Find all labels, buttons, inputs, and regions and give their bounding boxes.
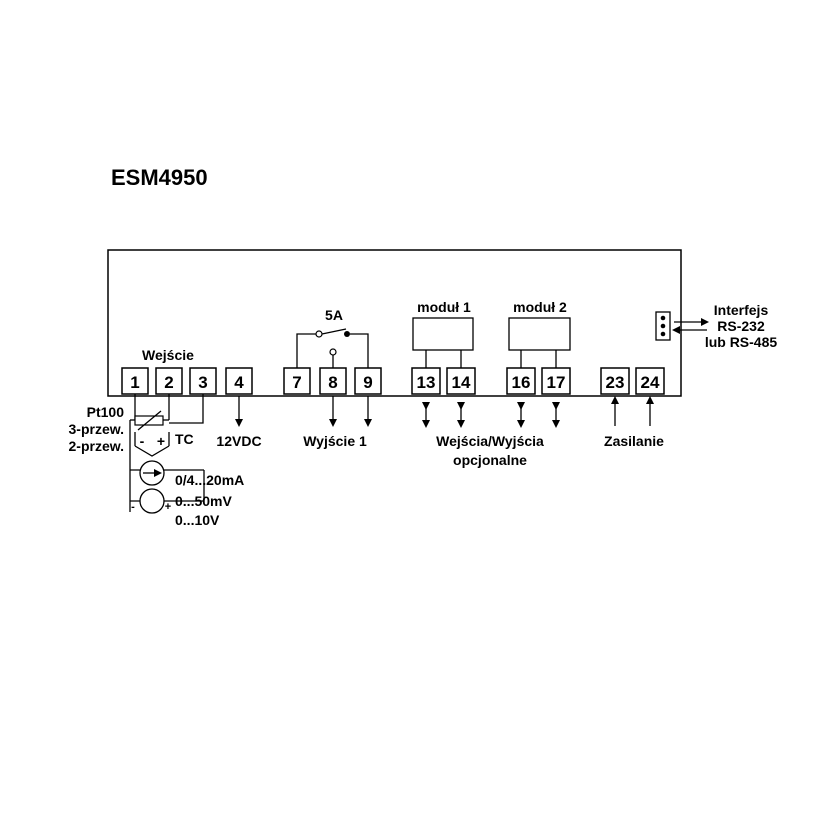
rs485-label: lub RS-485 (705, 334, 778, 350)
device-title: ESM4950 (111, 165, 208, 190)
tc-plus-label: + (157, 433, 165, 449)
vs-minus-label: - (131, 501, 135, 513)
terminal-9: 9 (354, 367, 382, 395)
input-wiring (129, 394, 205, 514)
terminal-number: 17 (547, 373, 566, 392)
terminal-number: 8 (328, 373, 337, 392)
interface-label: Interfejs (714, 302, 769, 318)
module-1-box (412, 317, 474, 351)
terminal-16: 16 (506, 367, 536, 395)
terminal-8: 8 (319, 367, 347, 395)
relay-contact (296, 328, 369, 368)
terminal-number: 23 (606, 373, 625, 392)
terminal-number: 1 (130, 373, 139, 392)
three-wire-label: 3-przew. (69, 421, 125, 437)
io-label-line2: opcjonalne (453, 452, 527, 468)
terminal-3: 3 (189, 367, 217, 395)
terminal-number: 9 (363, 373, 372, 392)
device-housing (107, 249, 682, 397)
input-label: Wejście (142, 347, 194, 363)
terminal-24: 24 (635, 367, 665, 395)
rs232-label: RS-232 (717, 318, 765, 334)
module-2-box (508, 317, 571, 351)
terminal-1: 1 (121, 367, 149, 395)
terminal-17: 17 (541, 367, 571, 395)
module-1-label: moduł 1 (417, 299, 471, 315)
thermocouple-symbol (134, 445, 170, 457)
module-2-label: moduł 2 (513, 299, 567, 315)
terminal-7: 7 (283, 367, 311, 395)
relay-rating-label: 5A (325, 307, 343, 323)
terminal-4: 4 (225, 367, 253, 395)
terminal-number: 3 (198, 373, 207, 392)
two-wire-label: 2-przew. (69, 438, 125, 454)
terminal-number: 13 (417, 373, 436, 392)
tc-minus-label: - (140, 433, 145, 449)
interface-connector (655, 311, 671, 341)
terminal-number: 16 (512, 373, 531, 392)
vs-plus-label: + (165, 501, 171, 513)
terminal-13: 13 (411, 367, 441, 395)
voltage-source-symbol (139, 488, 165, 514)
mv-range-label: 0...50mV (175, 493, 232, 509)
vdc-label: 12VDC (216, 433, 261, 449)
io-label-line1: Wejścia/Wyjścia (436, 433, 544, 449)
terminal-number: 4 (234, 373, 244, 392)
v-range-label: 0...10V (175, 512, 220, 528)
terminal-23: 23 (600, 367, 630, 395)
terminal-number: 2 (164, 373, 173, 392)
terminal-number: 24 (641, 373, 660, 392)
pt100-label: Pt100 (87, 404, 125, 420)
tc-label: TC (175, 431, 194, 447)
terminal-2: 2 (155, 367, 183, 395)
terminal-number: 14 (452, 373, 471, 392)
terminal-number: 7 (292, 373, 301, 392)
power-label: Zasilanie (604, 433, 664, 449)
terminal-14: 14 (446, 367, 476, 395)
output-1-label: Wyjście 1 (303, 433, 367, 449)
current-range-label: 0/4...20mA (175, 472, 244, 488)
